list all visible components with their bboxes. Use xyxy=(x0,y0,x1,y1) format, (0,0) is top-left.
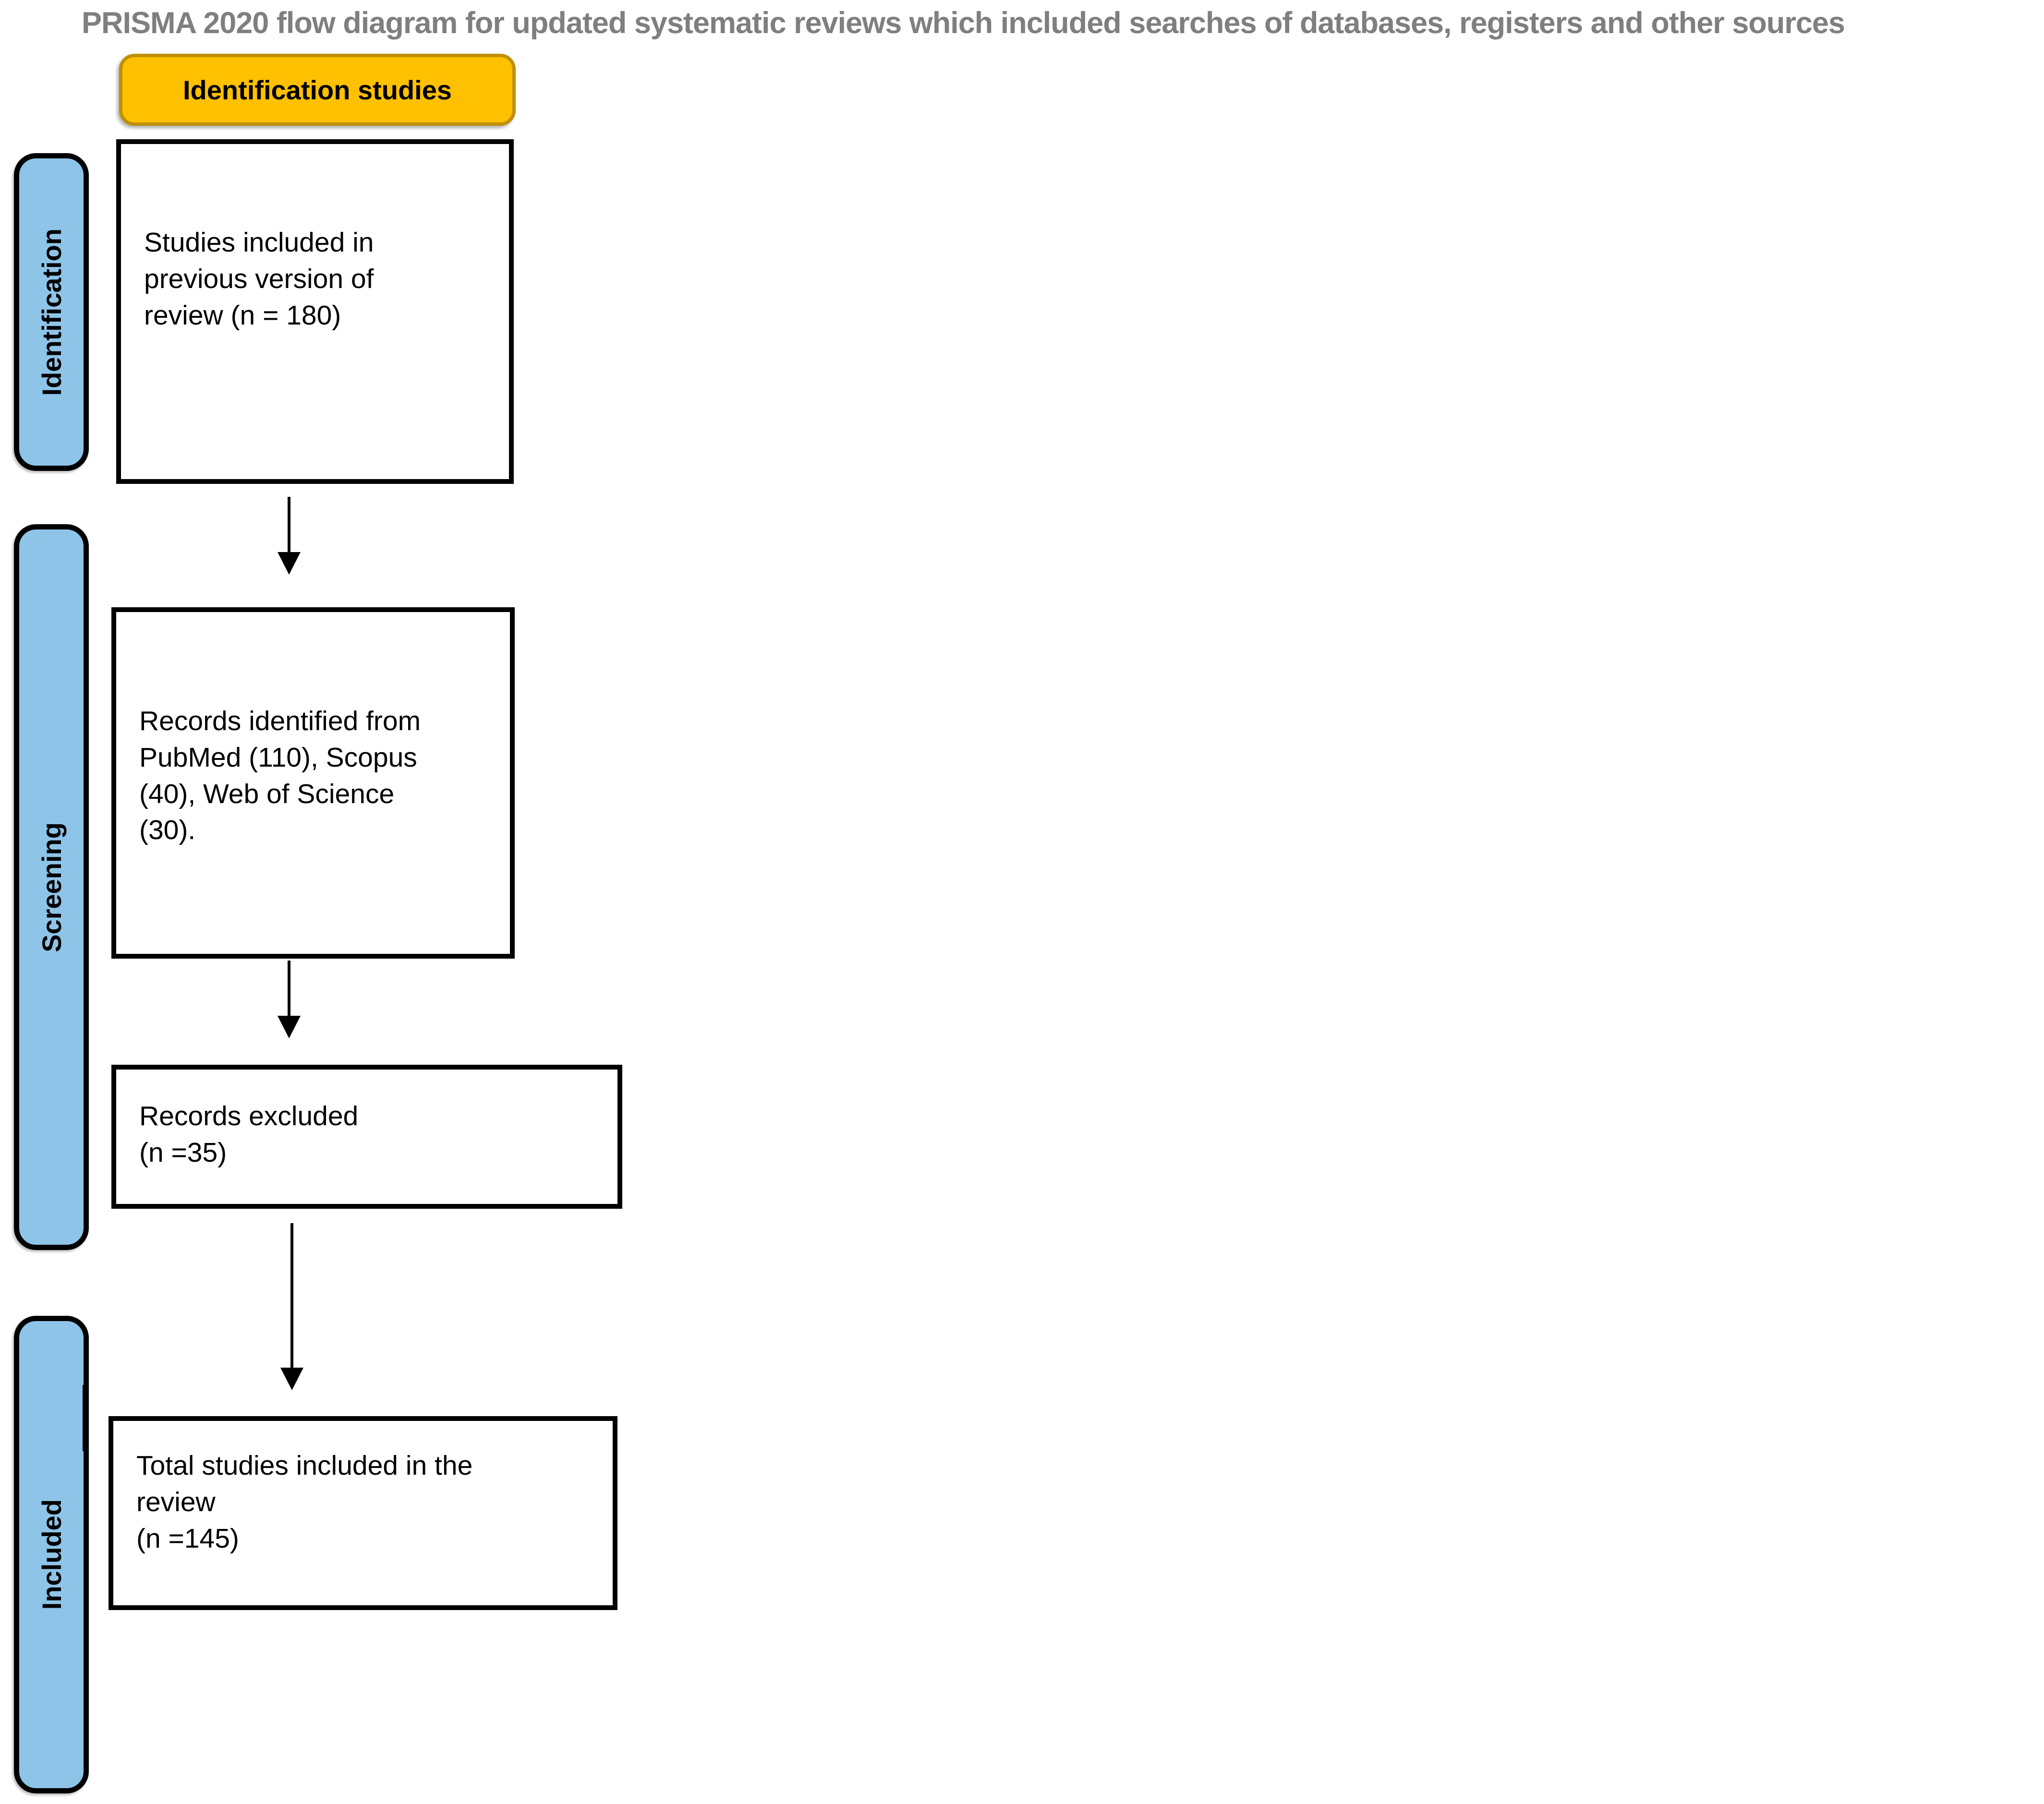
flow-box-text-line: Total studies included in the xyxy=(136,1450,473,1481)
down-arrow-shaft-2 xyxy=(288,961,290,1017)
flow-box-previous-version: Studies included in previous version of … xyxy=(116,139,514,484)
stage-bar-screening: Screening xyxy=(14,524,89,1250)
flow-box-text-line: PubMed (110), Scopus xyxy=(139,742,417,773)
legend-badge-label: Identification studies xyxy=(182,74,452,105)
flow-box-text-line: review (n = 180) xyxy=(144,300,341,331)
down-arrow-shaft-3 xyxy=(290,1223,293,1369)
stage-bar-included: Included xyxy=(14,1316,89,1793)
flow-box-total-included: Total studies included in the review (n … xyxy=(109,1416,617,1610)
flow-box-records-identified: Records identified from PubMed (110), Sc… xyxy=(111,607,515,959)
stage-bar-included-label: Included xyxy=(36,1499,67,1610)
down-arrow-shaft-1 xyxy=(288,497,290,553)
stage-bar-identification: Identification xyxy=(14,153,89,471)
down-arrow-head-icon-2 xyxy=(278,1016,301,1038)
stage-bar-screening-label: Screening xyxy=(36,822,67,952)
flow-box-text-line: (n =35) xyxy=(139,1137,227,1168)
flow-box-text-line: Records excluded xyxy=(139,1101,359,1131)
included-bar-tick-mark xyxy=(83,1385,88,1451)
flow-box-records-excluded: Records excluded (n =35) xyxy=(111,1065,622,1209)
flow-box-text-line: (30). xyxy=(139,815,196,846)
legend-badge: Identification studies xyxy=(119,54,516,126)
flow-box-text-line: Studies included in xyxy=(144,227,374,258)
flow-box-text-line: Records identified from xyxy=(139,706,421,736)
down-arrow-head-icon-3 xyxy=(280,1368,303,1390)
page-title: PRISMA 2020 flow diagram for updated sys… xyxy=(82,6,1845,40)
stage-bar-identification-label: Identification xyxy=(36,228,67,396)
flow-box-text-line: review xyxy=(136,1486,216,1517)
flow-box-text-line: previous version of xyxy=(144,263,374,294)
flow-box-text-line: (40), Web of Science xyxy=(139,778,395,809)
flow-box-text-line: (n =145) xyxy=(136,1523,239,1554)
down-arrow-head-icon-1 xyxy=(278,552,301,575)
